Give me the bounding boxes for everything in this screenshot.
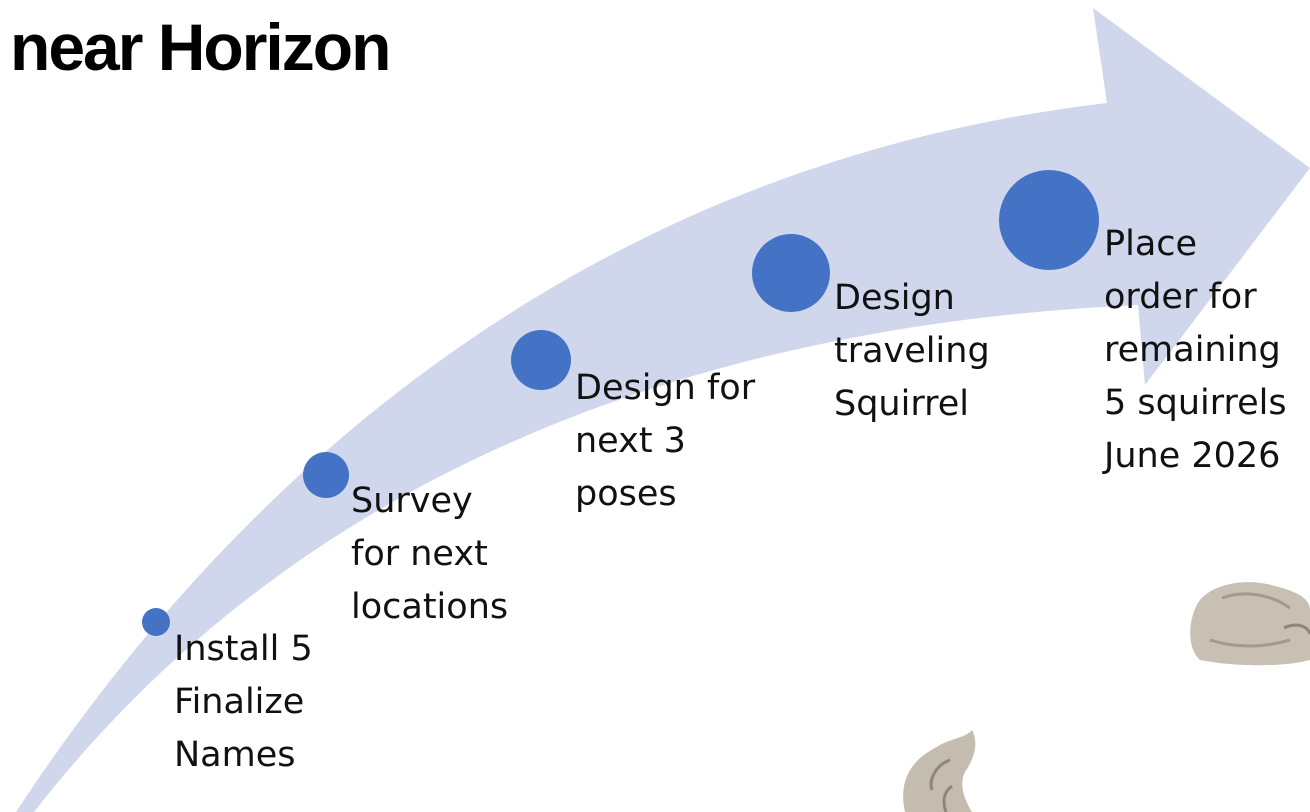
squirrel-sculpture-head-image (903, 730, 976, 812)
step-label-design-poses: Design for next 3 poses (575, 368, 756, 514)
step-dot-3 (511, 330, 571, 390)
step-label-install: Install 5 Finalize Names (174, 629, 313, 775)
step-dot-4 (752, 234, 830, 312)
page-title: near Horizon (10, 10, 391, 84)
curved-progress-arrow (16, 8, 1310, 812)
step-label-survey: Survey for next locations (351, 481, 509, 627)
step-dot-1 (142, 608, 170, 636)
squirrel-sculpture-image (1190, 582, 1310, 666)
step-label-place-order: Place order for remaining 5 squirrels Ju… (1104, 224, 1287, 476)
step-label-design-traveling: Design traveling Squirrel (834, 278, 990, 424)
step-dot-5 (999, 170, 1099, 270)
step-dot-2 (303, 452, 349, 498)
